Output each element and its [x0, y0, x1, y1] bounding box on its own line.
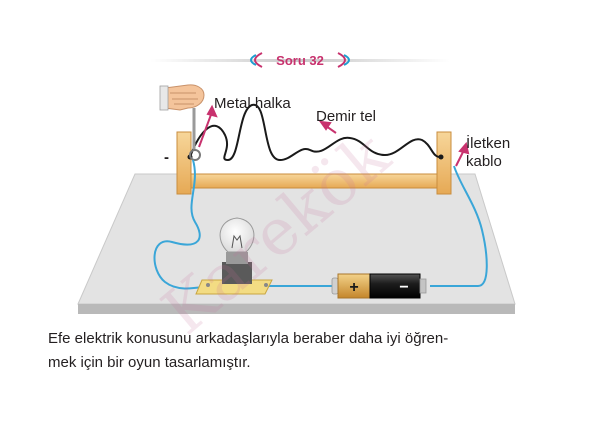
base-board	[77, 173, 516, 314]
right-post	[436, 131, 452, 195]
battery-icon: + −	[331, 273, 427, 299]
question-line-2: mek için bir oyun tasarlamıştır.	[48, 354, 251, 371]
left-swirl-icon	[250, 52, 263, 68]
minus-terminal-label: -	[164, 149, 169, 166]
metal-ring	[189, 149, 201, 161]
header-line	[150, 59, 450, 62]
wooden-frame	[176, 131, 452, 195]
battery-minus-label: −	[399, 279, 408, 296]
iron-wire-label: Demir tel	[316, 108, 376, 125]
left-post	[176, 131, 192, 195]
cable-label-line2: kablo	[466, 153, 502, 170]
light-bulb-icon	[195, 217, 273, 295]
question-number: Soru 32	[276, 53, 324, 68]
right-swirl-icon	[337, 52, 350, 68]
question-header: Soru 32	[150, 52, 450, 68]
cable-left	[153, 159, 209, 290]
metal-ring-label: Metal halka	[214, 95, 291, 112]
question-line-1: Efe elektrik konusunu arkadaşlarıyla ber…	[48, 330, 449, 347]
hand-icon	[159, 84, 205, 111]
iron-wire	[189, 103, 442, 162]
battery-plus-label: +	[349, 279, 358, 296]
question-text: Efe elektrik konusunu arkadaşlarıyla ber…	[48, 327, 548, 375]
label-arrows	[198, 104, 470, 167]
cable-label-line1: İletken	[466, 134, 510, 152]
cable-right	[430, 165, 488, 287]
